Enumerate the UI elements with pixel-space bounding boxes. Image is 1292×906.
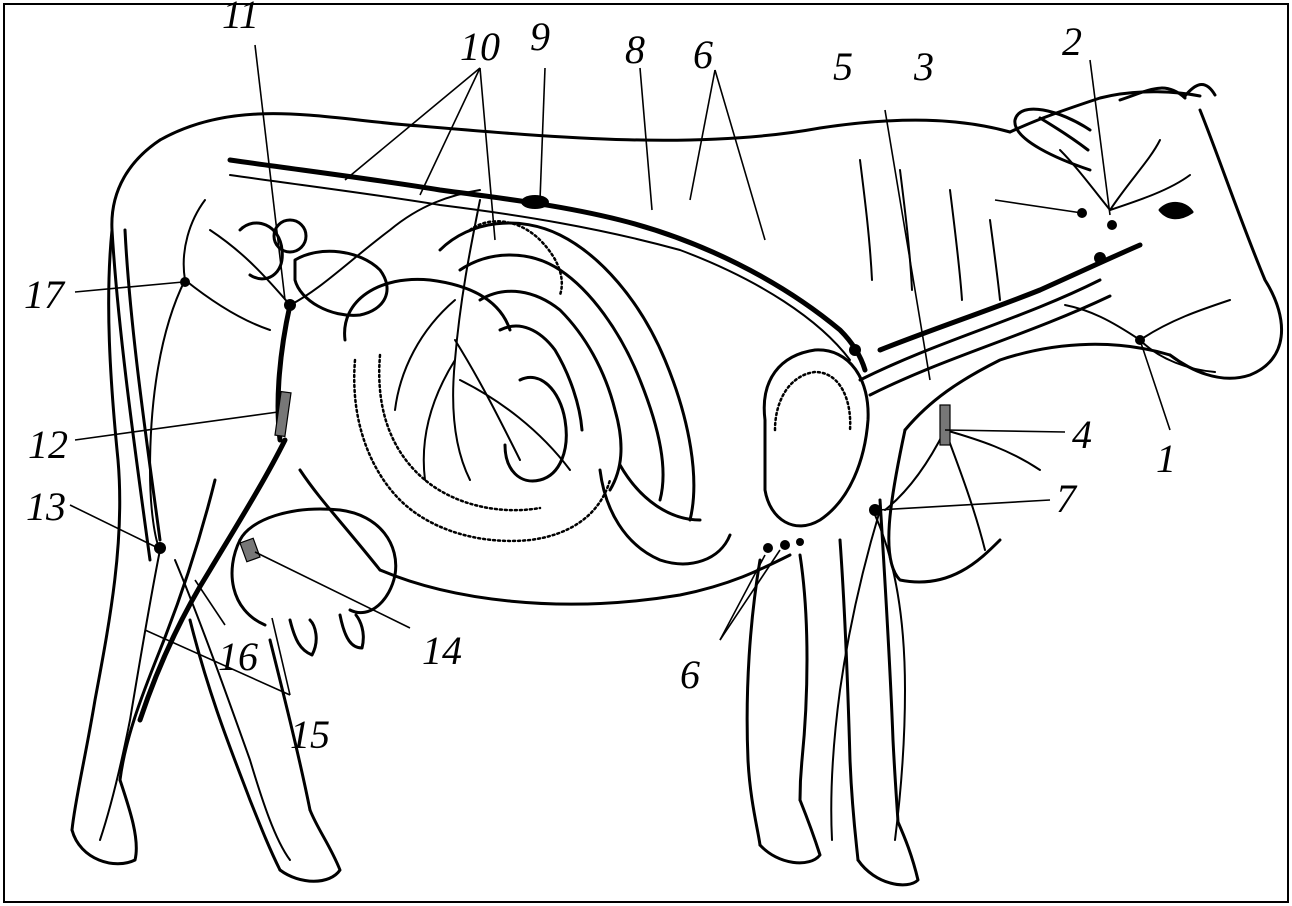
- label-13: 13: [26, 484, 66, 529]
- label-15: 15: [290, 712, 330, 757]
- label-9: 9: [530, 14, 550, 59]
- label-3: 3: [913, 44, 934, 89]
- label-1: 1: [1156, 436, 1176, 481]
- label-11: 11: [222, 0, 259, 37]
- label-8: 8: [625, 27, 645, 72]
- label-14: 14: [422, 628, 462, 673]
- label-10: 10: [460, 24, 500, 69]
- label-6-top: 6: [693, 32, 713, 77]
- label-16: 16: [218, 634, 258, 679]
- hatched-segments: [240, 392, 950, 562]
- label-4: 4: [1072, 412, 1092, 457]
- label-7: 7: [1056, 476, 1078, 521]
- label-2: 2: [1062, 19, 1082, 64]
- label-5: 5: [833, 44, 853, 89]
- cow-body-outline: [72, 84, 1282, 884]
- leader-lines: [70, 45, 1170, 695]
- label-17: 17: [24, 272, 66, 317]
- label-12: 12: [28, 422, 68, 467]
- digestive-organs: [240, 220, 1110, 564]
- label-6-bottom: 6: [680, 652, 700, 697]
